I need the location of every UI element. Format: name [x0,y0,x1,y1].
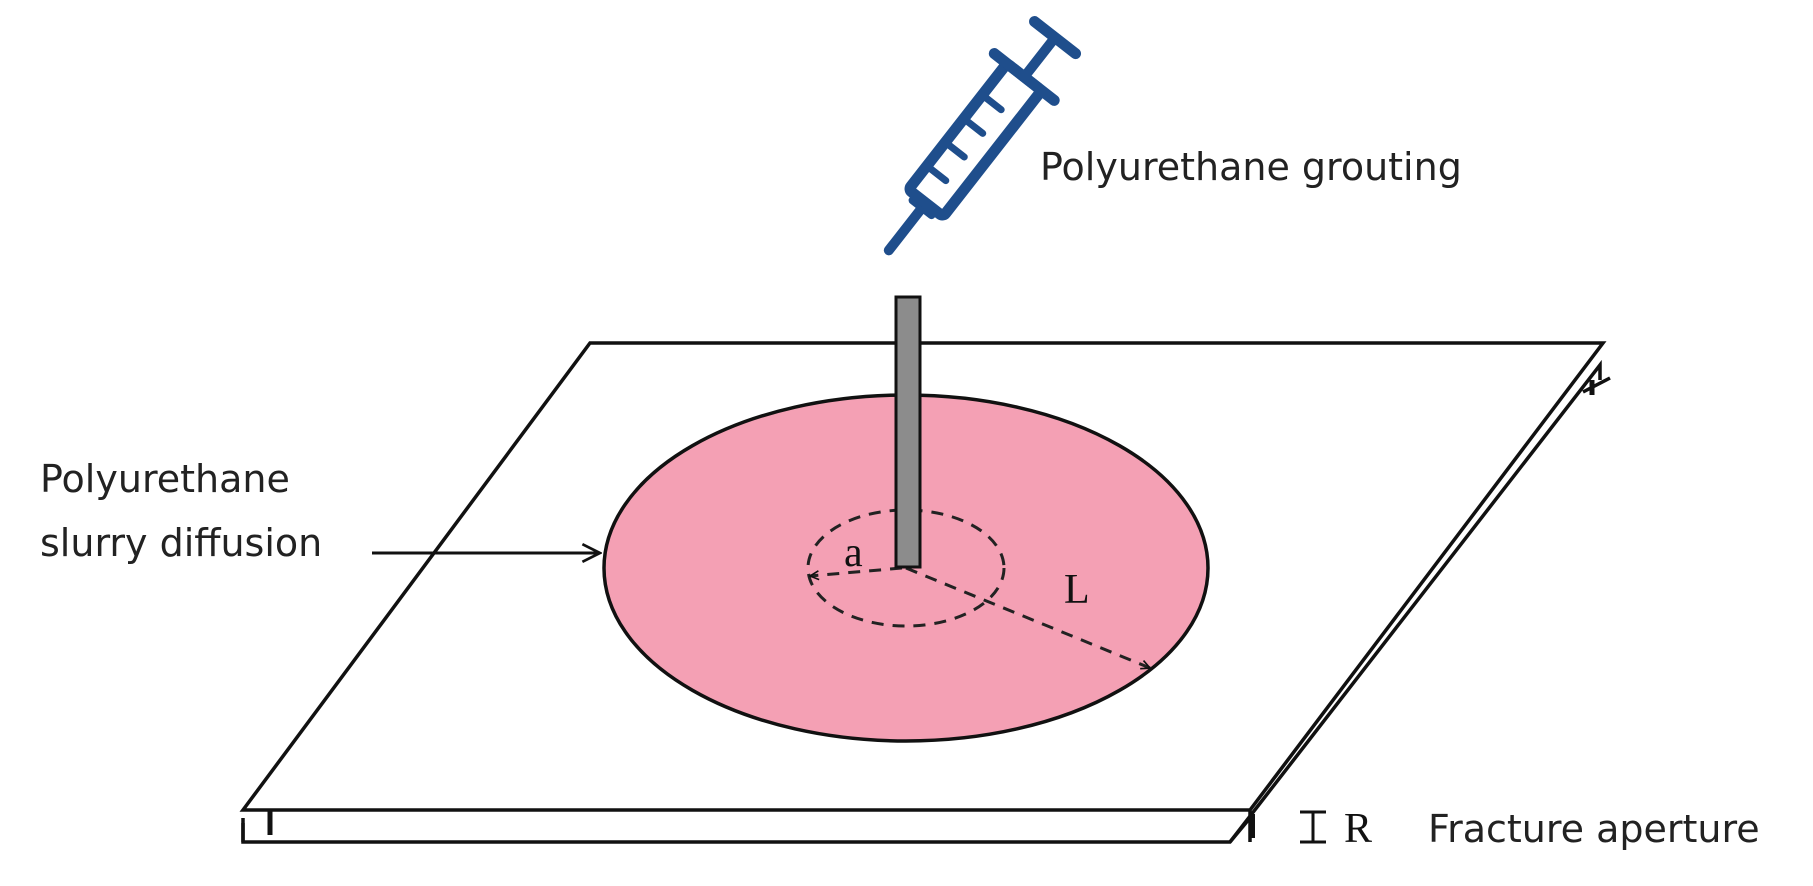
lower-plate [241,359,1611,844]
aperture-symbol-icon [1300,810,1326,844]
diffusion-label-line1: Polyurethane [40,457,290,501]
syringe-icon [883,16,1082,256]
aperture-gap-edges [267,380,1595,842]
inner-radius-ellipse [806,508,1006,628]
grouting-label: Polyurethane grouting [1040,145,1462,189]
grout-pipe [894,295,922,569]
diffusion-label-line2: slurry diffusion [40,521,322,565]
radius-a-label: a [844,530,863,576]
aperture-symbol-label: R [1344,806,1372,852]
radius-L-label: L [1064,567,1090,613]
radius-L-arrow [905,566,1150,668]
aperture-label: Fracture aperture [1428,807,1760,851]
radius-a-arrow [810,566,903,576]
